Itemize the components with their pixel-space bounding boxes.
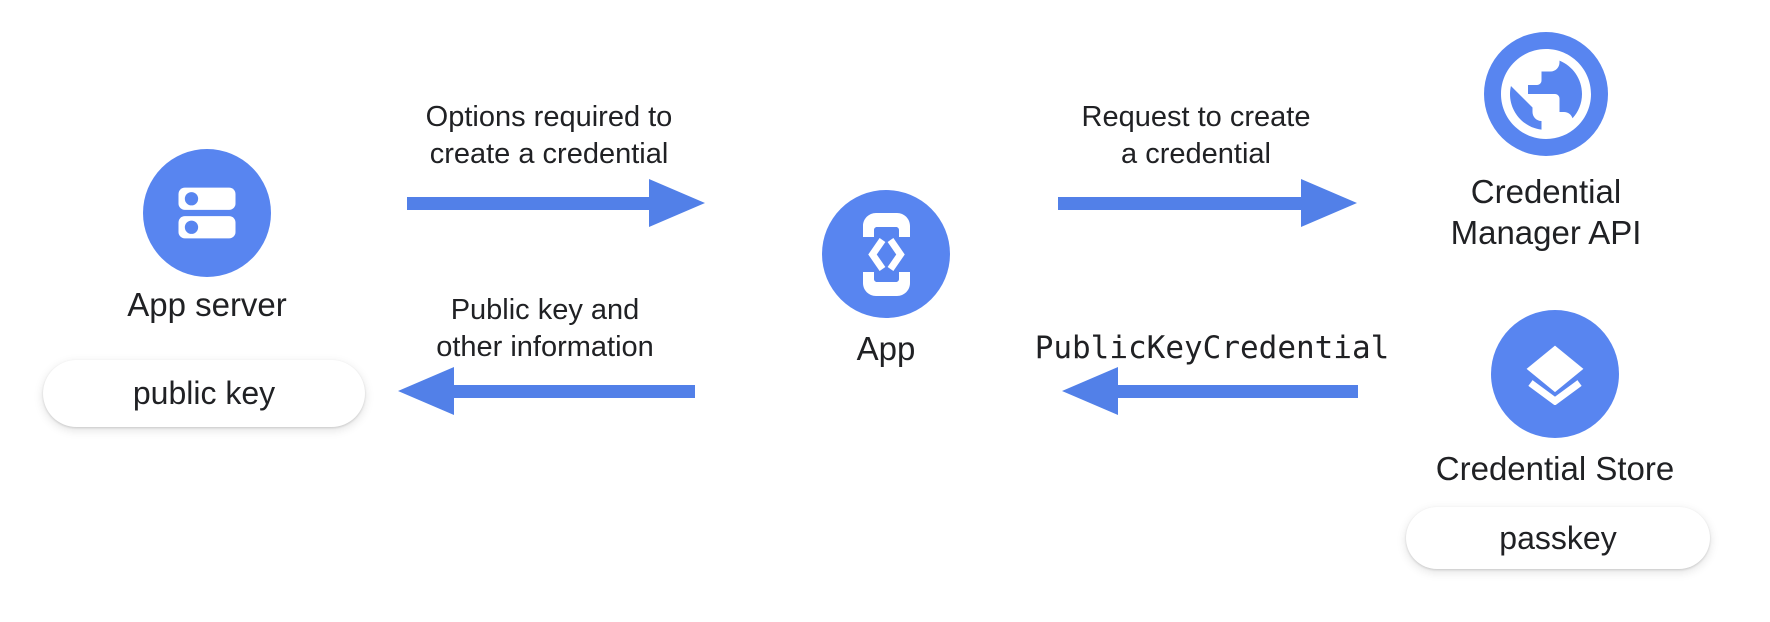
public-key-pill: public key — [43, 360, 365, 427]
publickeycredential-arrow-left — [1062, 367, 1358, 415]
label-line: Credential — [1470, 173, 1622, 210]
passkey-pill: passkey — [1406, 507, 1710, 569]
label-line: create a credential — [429, 138, 669, 170]
arrow-shaft — [1114, 384, 1358, 398]
arrow-head — [398, 367, 454, 415]
public-key-return-arrow-left — [398, 367, 695, 415]
passkey-pill-label: passkey — [1499, 519, 1617, 556]
app-server-label: App server — [127, 286, 287, 323]
app-label: App — [856, 330, 916, 367]
publickeycredential-label: PublicKeyCredential — [1034, 330, 1390, 366]
arrow-head — [649, 179, 705, 227]
request-arrow-label: Request to create a credential — [1016, 99, 1376, 173]
server-icon — [178, 187, 236, 239]
credential-store-node — [1491, 310, 1619, 438]
arrow-head — [1301, 179, 1357, 227]
phone-code-icon — [862, 212, 910, 296]
arrow-head — [1062, 367, 1118, 415]
label-line: Public key and — [450, 294, 640, 326]
label-line: Request to create — [1081, 101, 1311, 133]
layers-icon — [1526, 345, 1584, 405]
globe-icon — [1501, 49, 1591, 139]
arrow-shaft — [450, 384, 695, 398]
arrow-shaft — [407, 196, 653, 210]
credential-store-label: Credential Store — [1435, 450, 1675, 487]
credential-manager-api-label: Credential Manager API — [1396, 171, 1696, 253]
arrow-shaft — [1058, 196, 1305, 210]
label-line: other information — [436, 331, 654, 363]
options-arrow-right — [407, 179, 705, 227]
label-line: Manager API — [1450, 214, 1642, 251]
public-key-return-arrow-label: Public key and other information — [365, 292, 725, 366]
options-arrow-label: Options required to create a credential — [369, 99, 729, 173]
credential-manager-api-node — [1484, 32, 1608, 156]
label-line: a credential — [1121, 138, 1271, 170]
app-node — [822, 190, 950, 318]
app-server-node — [143, 149, 271, 277]
request-arrow-right — [1058, 179, 1357, 227]
public-key-pill-label: public key — [132, 375, 276, 411]
label-line: Options required to — [425, 101, 673, 133]
